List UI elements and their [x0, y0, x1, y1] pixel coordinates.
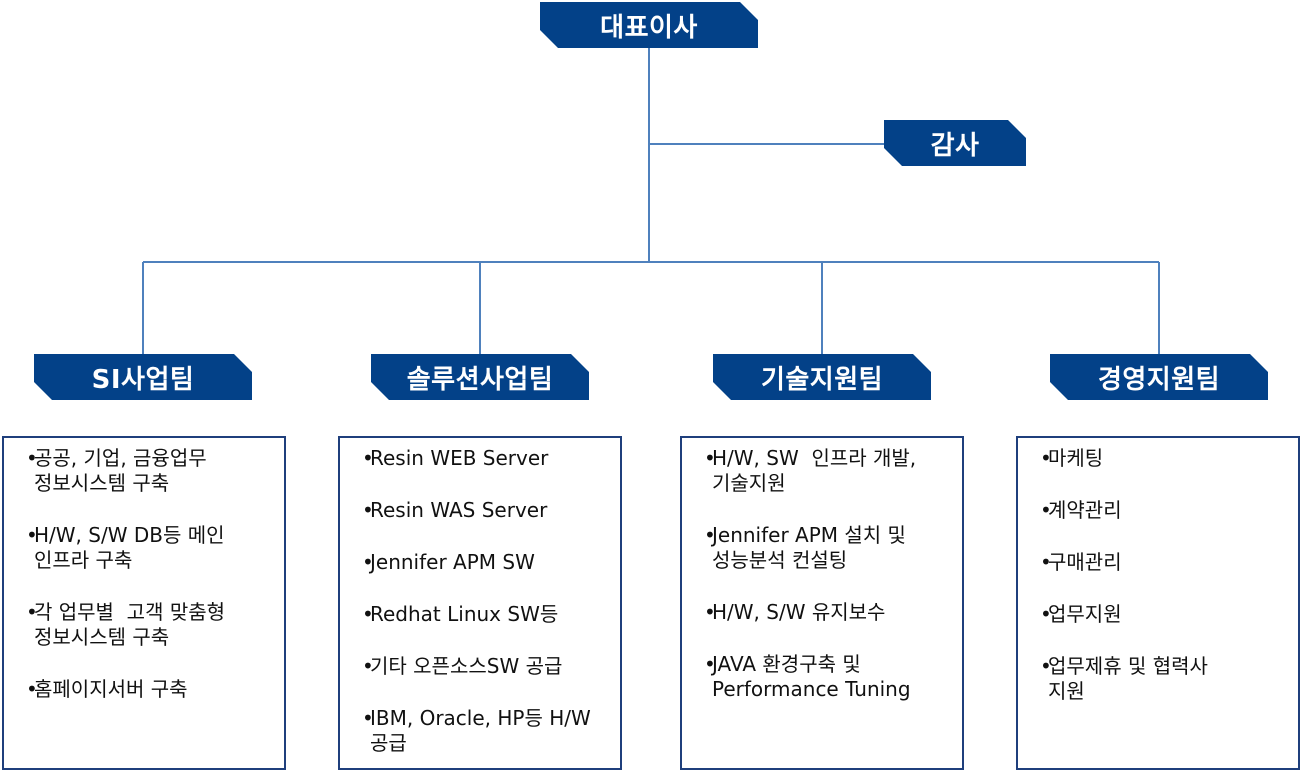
duty-item: 업무제휴 및 협력사 지원 [1040, 654, 1288, 704]
duty-item: 마케팅 [1040, 446, 1288, 471]
solution-team-label: 솔루션사업팀 [406, 364, 554, 395]
duty-item: 구매관리 [1040, 550, 1288, 575]
duty-item: 계약관리 [1040, 498, 1288, 523]
duty-item: H/W, S/W DB등 메인 인프라 구축 [26, 523, 274, 573]
duty-item: H/W, SW 인프라 개발, 기술지원 [704, 446, 952, 496]
duty-item: Redhat Linux SW등 [362, 602, 610, 627]
audit-node: 감사 [884, 120, 1026, 166]
tech-team-node: 기술지원팀 [713, 354, 931, 400]
solution-team-node: 솔루션사업팀 [371, 354, 589, 400]
audit-label: 감사 [930, 130, 980, 161]
duty-item: IBM, Oracle, HP등 H/W 공급 [362, 706, 610, 756]
solution-team-duties: Resin WEB Server Resin WAS Server Jennif… [338, 436, 622, 770]
duty-item: Resin WEB Server [362, 446, 610, 471]
tech-team-label: 기술지원팀 [760, 364, 884, 395]
mgmt-team-duties: 마케팅 계약관리 구매관리 업무지원 업무제휴 및 협력사 지원 [1016, 436, 1300, 770]
si-team-node: SI사업팀 [34, 354, 252, 400]
duty-item: Jennifer APM 설치 및 성능분석 컨설팅 [704, 523, 952, 573]
ceo-label: 대표이사 [600, 12, 698, 43]
duty-item: Jennifer APM SW [362, 550, 610, 575]
si-team-label: SI사업팀 [91, 364, 195, 395]
duty-item: H/W, S/W 유지보수 [704, 600, 952, 625]
mgmt-team-node: 경영지원팀 [1050, 354, 1268, 400]
ceo-node: 대표이사 [540, 2, 758, 48]
duty-item: 각 업무별 고객 맞춤형 정보시스템 구축 [26, 600, 274, 650]
mgmt-team-label: 경영지원팀 [1097, 364, 1221, 395]
duty-item: 홈페이지서버 구축 [26, 677, 274, 702]
si-team-duties: 공공, 기업, 금융업무 정보시스템 구축 H/W, S/W DB등 메인 인프… [2, 436, 286, 770]
duty-item: 기타 오픈소스SW 공급 [362, 654, 610, 679]
duty-item: 공공, 기업, 금융업무 정보시스템 구축 [26, 446, 274, 496]
tech-team-duties: H/W, SW 인프라 개발, 기술지원 Jennifer APM 설치 및 성… [680, 436, 964, 770]
duty-item: 업무지원 [1040, 602, 1288, 627]
duty-item: Resin WAS Server [362, 498, 610, 523]
duty-item: JAVA 환경구축 및 Performance Tuning [704, 652, 952, 702]
